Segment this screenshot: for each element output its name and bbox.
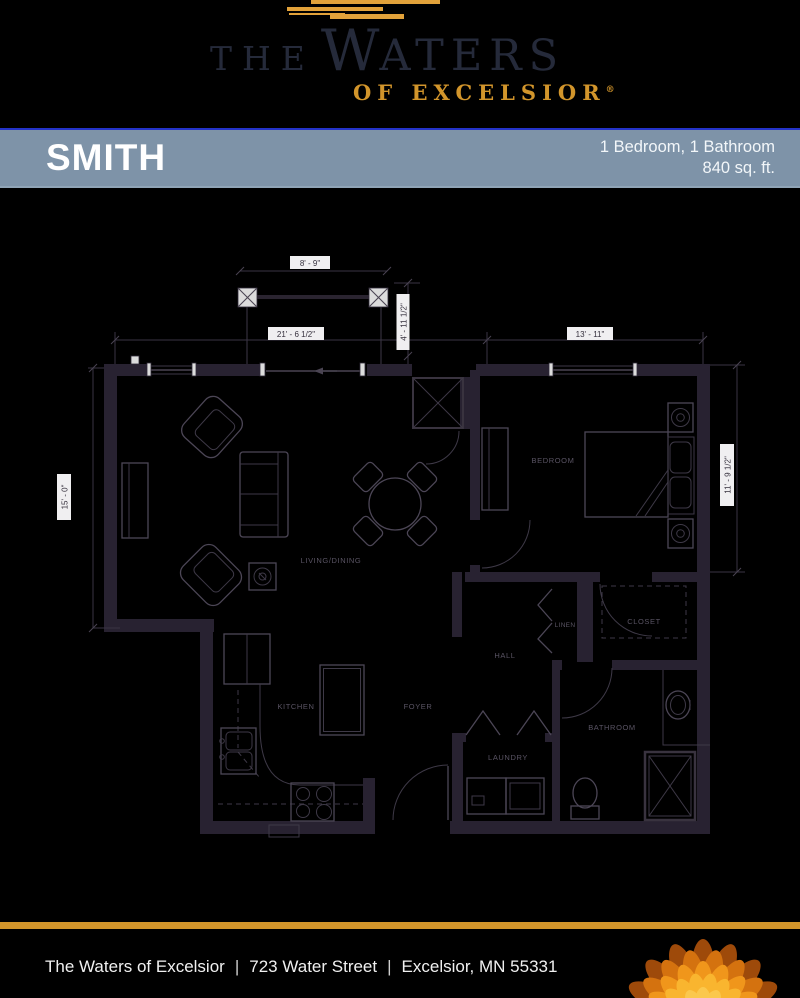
balcony: [237, 287, 389, 364]
stove: [290, 782, 335, 822]
logo-tagline: OF EXCELSIOR®: [353, 80, 615, 105]
nightstand-lamp: [667, 518, 694, 549]
water-ripple-icon: [287, 7, 383, 11]
kitchen-fixtures: [218, 633, 365, 838]
pillow: [669, 476, 692, 509]
laundry-bifold-doors: [465, 709, 552, 736]
logo-waters-initial: W: [320, 18, 380, 84]
label-linen: LINEN: [555, 622, 576, 629]
label-bathroom: BATHROOM: [588, 723, 636, 732]
spec-bed-bath: 1 Bedroom, 1 Bathroom: [599, 138, 775, 156]
label-hall: HALL: [494, 651, 515, 660]
label-laundry: LAUNDRY: [488, 753, 528, 762]
linen-bifold-door: [537, 588, 553, 654]
dimensions: 8' - 9" 21' - 6 1/2" 13' - 11" 4' - 11 1…: [57, 256, 745, 633]
balcony-post-icon: [368, 287, 389, 308]
registered-mark: ®: [605, 85, 615, 95]
entry-mat: [268, 824, 300, 838]
bed: [584, 431, 669, 518]
door-arc: [425, 430, 460, 465]
city-state-zip: Excelsior, MN 55331: [401, 957, 558, 976]
armchair: [180, 395, 244, 459]
floorplan-svg: LIVING/DINING BEDROOM KITCHEN FOYER HALL…: [57, 256, 745, 838]
closet-door-arc: [599, 583, 653, 637]
bedroom-furniture: [481, 402, 695, 639]
windows: [130, 355, 638, 377]
page-footer: The Waters of Excelsior | 723 Water Street…: [0, 922, 800, 998]
label-living-dining: LIVING/DINING: [301, 556, 362, 565]
dim-bedroom-depth: 11' - 9 1/2": [724, 456, 733, 494]
dim-living-depth: 15' - 0": [61, 484, 70, 509]
plan-specs: 1 Bedroom, 1 Bathroom 840 sq. ft.: [600, 137, 775, 179]
armchair: [179, 543, 243, 607]
address-line: The Waters of Excelsior | 723 Water Street…: [45, 957, 557, 977]
side-table-lamp: [248, 562, 277, 591]
brand-header: THE W ATERS OF EXCELSIOR®: [0, 0, 800, 128]
logo-the: THE: [210, 39, 315, 78]
dryer: [505, 777, 545, 815]
spec-area: 840 sq. ft.: [702, 159, 775, 177]
dim-balcony-depth: 4' - 11 1/2": [400, 303, 409, 341]
water-ripple-icon: [289, 13, 345, 15]
bathroom-door-arc: [561, 667, 613, 719]
dim-living-width: 21' - 6 1/2": [277, 330, 315, 339]
dim-bedroom-width: 13' - 11": [576, 330, 605, 339]
vanity-sink: [662, 670, 710, 746]
sofa: [239, 451, 289, 538]
dresser: [481, 427, 509, 511]
separator: |: [387, 957, 392, 976]
dahlia-flower-image: [628, 939, 778, 998]
entry-closet: [412, 377, 464, 465]
bedroom-door-arc: [481, 519, 531, 569]
logo-wordmark: THE W ATERS: [210, 18, 565, 84]
label-foyer: FOYER: [404, 702, 433, 711]
plan-name: SMITH: [46, 137, 167, 178]
dim-balcony-width: 8' - 9": [300, 259, 321, 268]
floorplan-drawing: LIVING/DINING BEDROOM KITCHEN FOYER HALL…: [0, 188, 800, 922]
walls: [104, 364, 710, 834]
kitchen-sink: [219, 727, 257, 775]
community-name: The Waters of Excelsior: [45, 957, 225, 976]
logo-waters-rest: ATERS: [379, 31, 566, 81]
kitchen-island: [319, 664, 365, 736]
label-closet: CLOSET: [627, 617, 661, 626]
water-ripple-icon: [330, 14, 404, 19]
plan-banner: SMITH 1 Bedroom, 1 Bathroom 840 sq. ft.: [0, 128, 800, 188]
tv-console: [121, 462, 149, 539]
living-furniture: [121, 395, 438, 607]
dining-set: [352, 461, 438, 547]
gold-divider: [0, 922, 800, 929]
headboard: [667, 436, 695, 515]
entry-door-arc: [392, 764, 449, 821]
closet-shelf: [601, 585, 687, 639]
bath-laundry-fixtures: [466, 670, 710, 822]
street-address: 723 Water Street: [249, 957, 378, 976]
toilet: [570, 777, 600, 820]
pillow: [669, 441, 692, 474]
separator: |: [234, 957, 240, 976]
shower: [643, 750, 697, 822]
washer: [466, 777, 507, 815]
label-bedroom: BEDROOM: [532, 456, 575, 465]
slider-arrow-icon: [314, 367, 323, 375]
nightstand-lamp: [667, 402, 694, 433]
balcony-post-icon: [237, 287, 258, 308]
blanket-fold: [635, 469, 669, 517]
label-kitchen: KITCHEN: [277, 702, 314, 711]
water-ripple-icon: [311, 0, 440, 4]
room-labels: LIVING/DINING BEDROOM KITCHEN FOYER HALL…: [277, 456, 660, 762]
refrigerator: [223, 633, 271, 685]
doors: [392, 519, 653, 821]
